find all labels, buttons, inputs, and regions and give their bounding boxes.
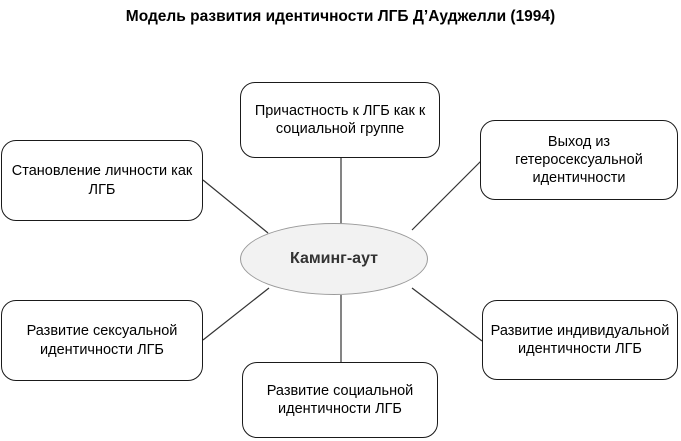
node-individual-identity-development: Развитие индивидуальной идентичности ЛГБ [482, 300, 678, 380]
node-sexual-identity-development: Развитие сексуальной идентичности ЛГБ [1, 300, 203, 381]
node-belonging-to-lgb-social-group: Причастность к ЛГБ как к социальной груп… [240, 82, 440, 158]
node-social-identity-development: Развитие социальной идентичности ЛГБ [242, 362, 438, 438]
node-coming-out-center: Каминг-аут [240, 223, 428, 295]
node-label: Выход из гетеросексуальной идентичности [515, 133, 643, 187]
node-label: Причастность к ЛГБ как к социальной груп… [254, 102, 426, 137]
edge-top-right-to-center [411, 159, 483, 231]
edge-bottom-right-to-center [411, 287, 483, 342]
node-identity-formation-as-lgb: Становление личности как ЛГБ [1, 140, 203, 221]
node-label: Развитие социальной идентичности ЛГБ [266, 382, 414, 417]
edge-bottom-left-to-center [202, 287, 270, 341]
center-node-label: Каминг-аут [289, 250, 378, 267]
node-label: Развитие сексуальной идентичности ЛГБ [26, 323, 178, 358]
edge-top-left-to-center [202, 179, 269, 234]
node-label: Развитие индивидуальной идентичности ЛГБ [490, 322, 670, 357]
diagram-title: Модель развития идентичности ЛГБ Д’Аудже… [125, 8, 556, 25]
node-exit-heterosexual-identity: Выход из гетеросексуальной идентичности [480, 120, 678, 200]
node-label: Становление личности как ЛГБ [11, 163, 193, 198]
